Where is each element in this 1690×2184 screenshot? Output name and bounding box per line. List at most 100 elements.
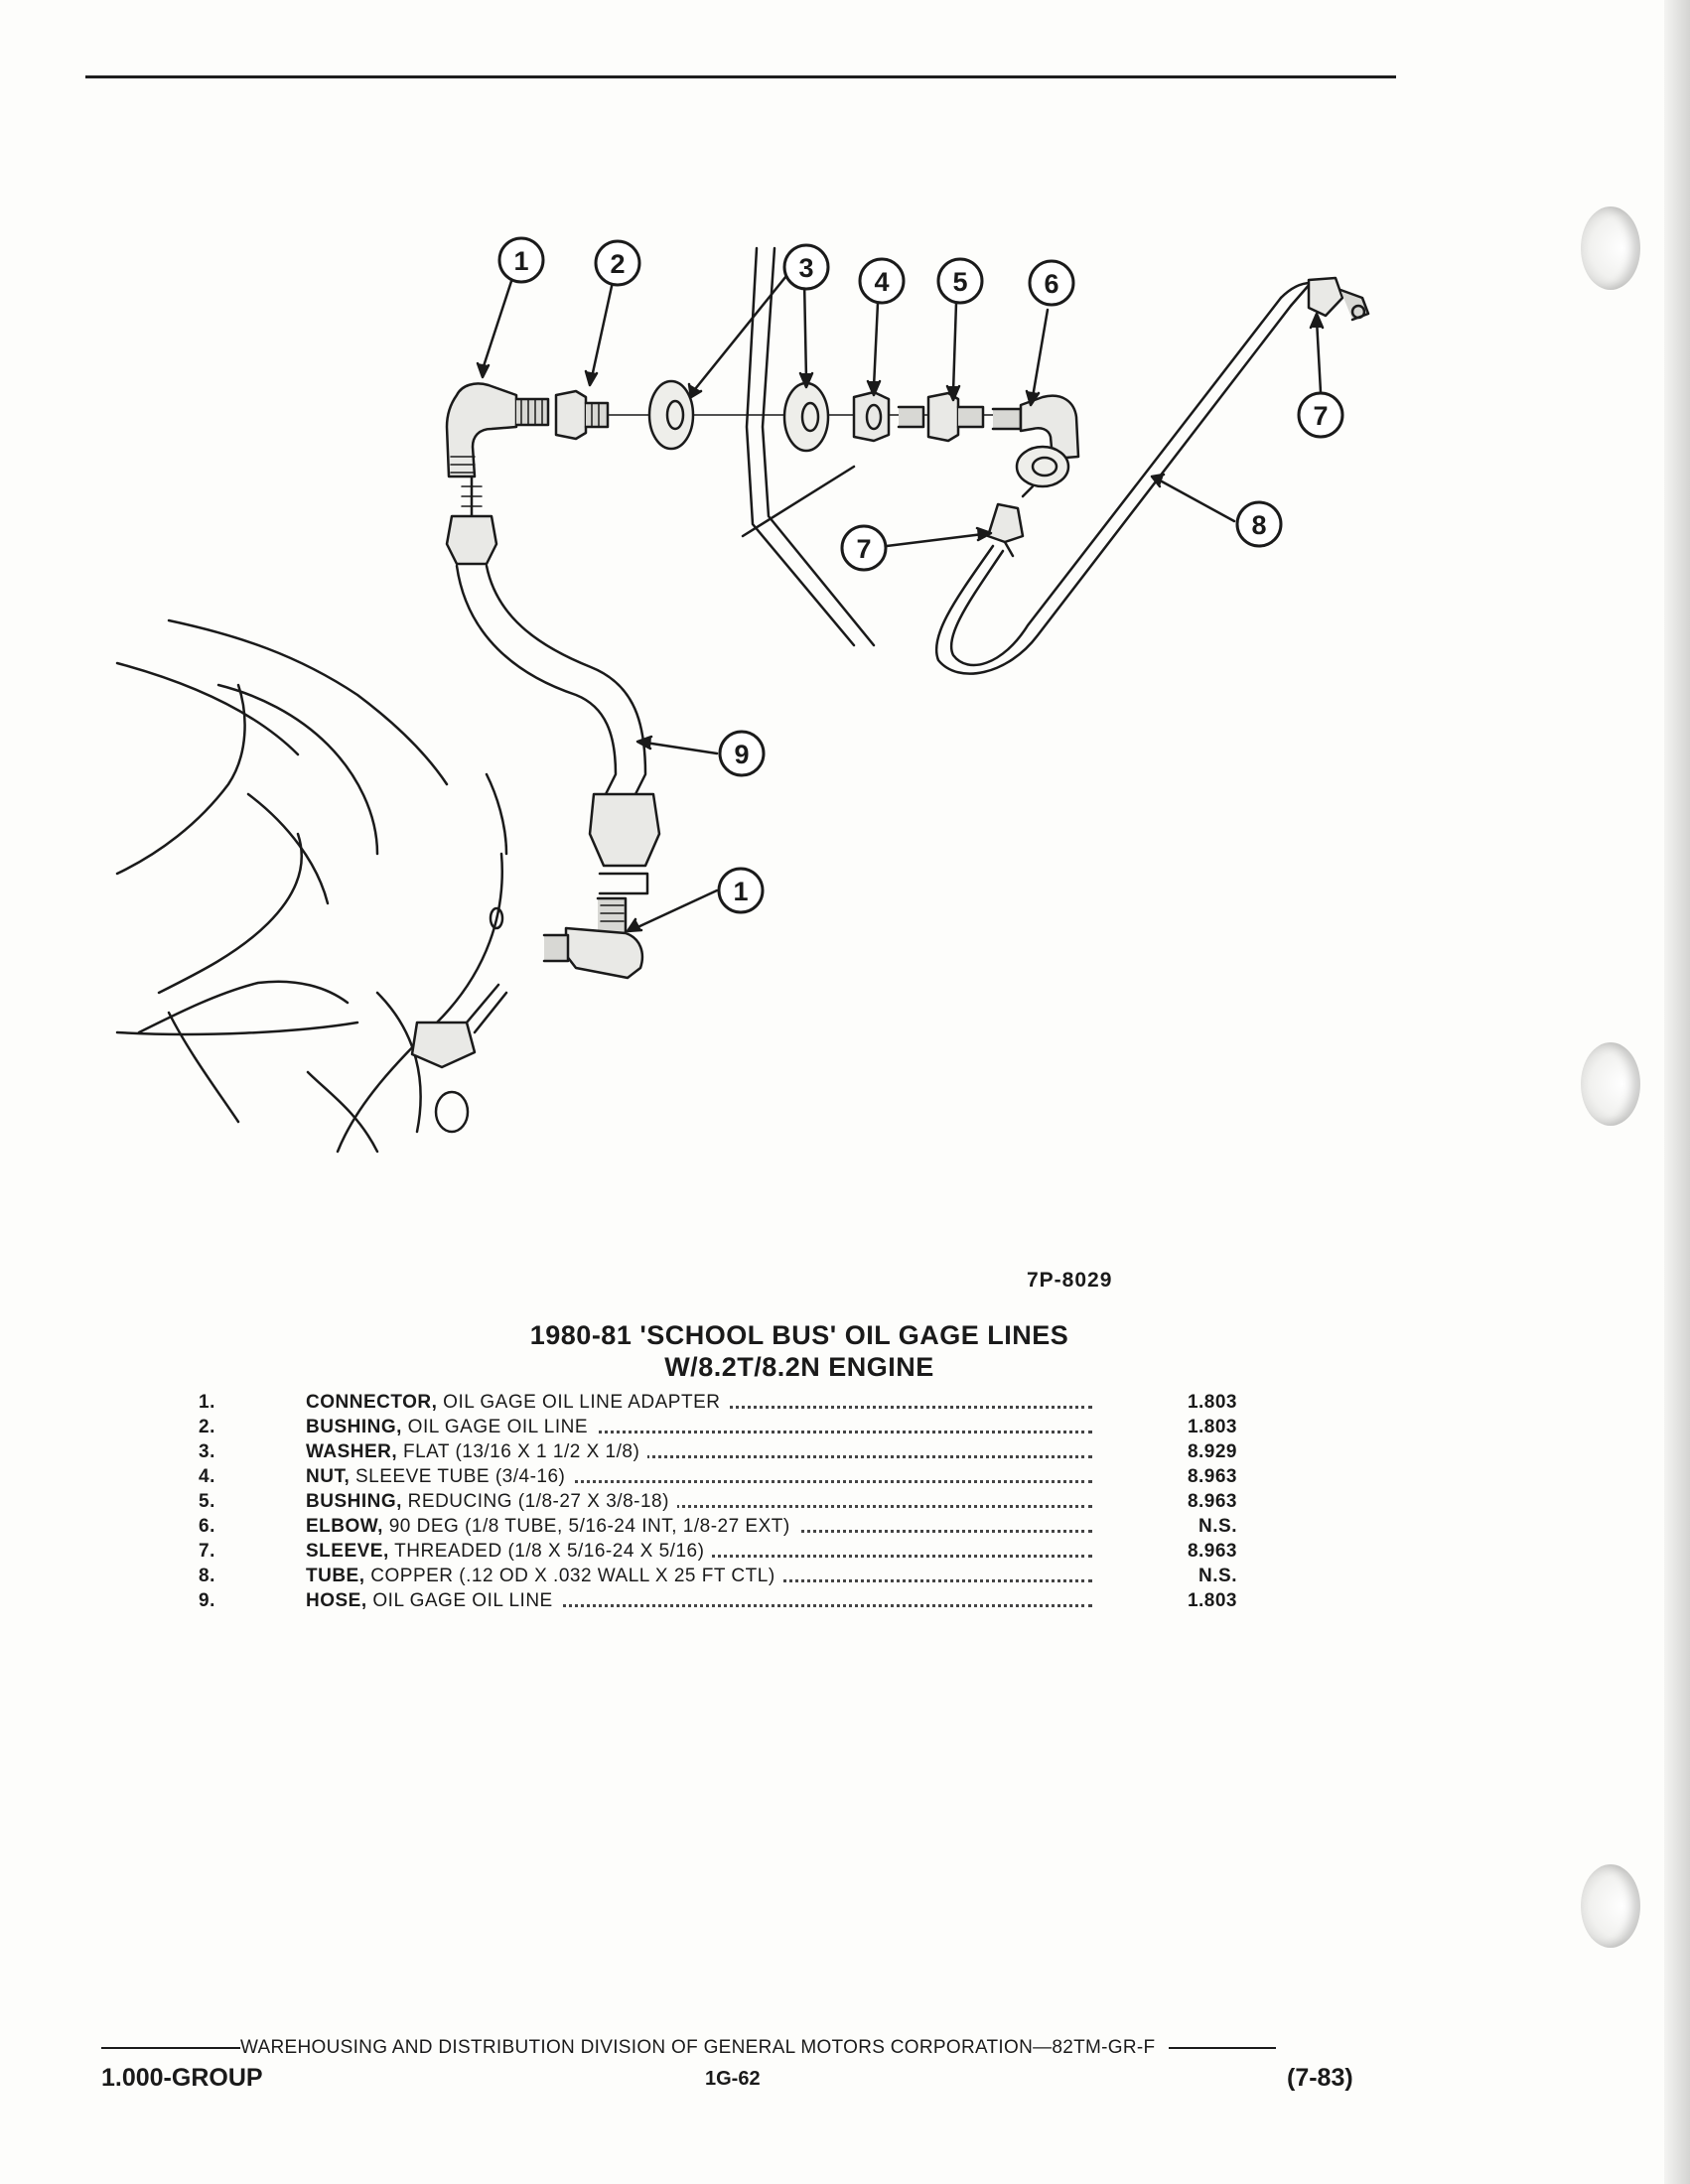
group-number: 8.963 [1187, 1466, 1237, 1487]
item-name: TUBE, [306, 1566, 365, 1586]
svg-text:1: 1 [513, 246, 528, 276]
item-description: ELBOW, 90 DEG (1/8 TUBE, 5/16-24 INT, 1/… [306, 1513, 1100, 1538]
item-description: WASHER, FLAT (13/16 X 1 1/2 X 1/8) [306, 1438, 1100, 1463]
svg-text:4: 4 [874, 267, 889, 297]
binder-hole-bottom [1581, 1864, 1640, 1948]
leader-dots [306, 1480, 1092, 1483]
item-number: 2. [199, 1417, 215, 1437]
item-number: 4. [199, 1466, 215, 1487]
callout-5: 5 [936, 257, 984, 305]
callout-3: 3 [782, 243, 830, 291]
item-number: 8. [199, 1566, 215, 1586]
item-text: BUSHING, OIL GAGE OIL LINE [306, 1417, 597, 1437]
item-description: NUT, SLEEVE TUBE (3/4-16) [306, 1463, 1100, 1488]
item-number: 9. [199, 1590, 215, 1611]
group-number: N.S. [1198, 1516, 1237, 1537]
item-name: NUT, [306, 1466, 351, 1487]
item-description: HOSE, OIL GAGE OIL LINE [306, 1587, 1100, 1612]
item-name: HOSE, [306, 1590, 367, 1611]
page-edge-shadow [1664, 0, 1690, 2184]
parts-row: 9. HOSE, OIL GAGE OIL LINE 1.803 [199, 1587, 1241, 1612]
footer-dash-left [101, 2046, 240, 2049]
group-number: 1.803 [1187, 1417, 1237, 1437]
item-name: SLEEVE, [306, 1541, 389, 1562]
callout-8: 8 [1235, 500, 1283, 548]
group-number: 8.963 [1187, 1491, 1237, 1512]
item-spec: THREADED (1/8 X 5/16-24 X 5/16) [388, 1541, 705, 1562]
group-number: 1.803 [1187, 1392, 1237, 1413]
item-number: 3. [199, 1441, 215, 1462]
item-spec: SLEEVE TUBE (3/4-16) [350, 1466, 566, 1487]
item-text: ELBOW, 90 DEG (1/8 TUBE, 5/16-24 INT, 1/… [306, 1516, 798, 1537]
item-name: WASHER, [306, 1441, 398, 1462]
svg-text:6: 6 [1044, 269, 1058, 299]
callout-7-upper: 7 [1297, 391, 1344, 439]
svg-text:9: 9 [734, 740, 749, 769]
page-title-line-2: W/8.2T/8.2N ENGINE [664, 1352, 934, 1382]
callout-4: 4 [858, 257, 906, 305]
item-spec: OIL GAGE OIL LINE ADAPTER [437, 1392, 721, 1413]
parts-row: 2. BUSHING, OIL GAGE OIL LINE 1.803 [199, 1414, 1241, 1438]
item-spec: OIL GAGE OIL LINE [366, 1590, 553, 1611]
item-number: 6. [199, 1516, 215, 1537]
item-spec: REDUCING (1/8-27 X 3/8-18) [401, 1491, 669, 1512]
header-rule [85, 75, 1396, 78]
svg-text:2: 2 [610, 249, 625, 279]
exploded-parts-diagram: 1 2 3 4 5 6 7 7 8 9 1 [115, 236, 1370, 1154]
callout-2: 2 [594, 239, 641, 287]
item-number: 7. [199, 1541, 215, 1562]
parts-row: 5. BUSHING, REDUCING (1/8-27 X 3/8-18) 8.9… [199, 1488, 1241, 1513]
svg-text:7: 7 [856, 534, 871, 564]
group-number: 1.803 [1187, 1590, 1237, 1611]
item-number: 5. [199, 1491, 215, 1512]
group-number: 8.929 [1187, 1441, 1237, 1462]
binder-hole-top [1581, 206, 1640, 290]
svg-text:8: 8 [1251, 510, 1266, 540]
item-text: NUT, SLEEVE TUBE (3/4-16) [306, 1466, 574, 1487]
parts-row: 8. TUBE, COPPER (.12 OD X .032 WALL X 25 … [199, 1563, 1241, 1587]
item-number: 1. [199, 1392, 215, 1413]
page-title-line-1: 1980-81 'SCHOOL BUS' OIL GAGE LINES [529, 1320, 1069, 1350]
binder-hole-middle [1581, 1042, 1640, 1126]
group-label: 1.000-GROUP [101, 2064, 263, 2092]
parts-row: 7. SLEEVE, THREADED (1/8 X 5/16-24 X 5/16… [199, 1538, 1241, 1563]
item-spec: FLAT (13/16 X 1 1/2 X 1/8) [397, 1441, 640, 1462]
svg-text:1: 1 [733, 877, 748, 906]
svg-text:5: 5 [952, 267, 967, 297]
item-description: TUBE, COPPER (.12 OD X .032 WALL X 25 FT… [306, 1563, 1100, 1587]
item-text: TUBE, COPPER (.12 OD X .032 WALL X 25 FT… [306, 1566, 783, 1586]
leader-dots [306, 1505, 1092, 1508]
parts-row: 4. NUT, SLEEVE TUBE (3/4-16) 8.963 [199, 1463, 1241, 1488]
item-text: HOSE, OIL GAGE OIL LINE [306, 1590, 561, 1611]
item-name: CONNECTOR, [306, 1392, 438, 1413]
parts-row: 1. CONNECTOR, OIL GAGE OIL LINE ADAPTER 1.… [199, 1389, 1241, 1414]
parts-row: 3. WASHER, FLAT (13/16 X 1 1/2 X 1/8) 8.92… [199, 1438, 1241, 1463]
leader-dots [306, 1604, 1092, 1607]
publisher-text: WAREHOUSING AND DISTRIBUTION DIVISION OF… [240, 2037, 1156, 2058]
item-description: CONNECTOR, OIL GAGE OIL LINE ADAPTER [306, 1389, 1100, 1414]
page-number: 1G-62 [705, 2068, 761, 2090]
item-name: ELBOW, [306, 1516, 383, 1537]
item-name: BUSHING, [306, 1491, 402, 1512]
leader-dots [306, 1455, 1092, 1458]
item-spec: 90 DEG (1/8 TUBE, 5/16-24 INT, 1/8-27 EX… [382, 1516, 790, 1537]
group-number: 8.963 [1187, 1541, 1237, 1562]
item-spec: COPPER (.12 OD X .032 WALL X 25 FT CTL) [364, 1566, 775, 1586]
callout-7-lower: 7 [840, 524, 888, 572]
item-description: BUSHING, OIL GAGE OIL LINE [306, 1414, 1100, 1438]
parts-list: 1. CONNECTOR, OIL GAGE OIL LINE ADAPTER 1.… [199, 1389, 1241, 1612]
item-text: WASHER, FLAT (13/16 X 1 1/2 X 1/8) [306, 1441, 648, 1462]
callout-1-bottom: 1 [717, 867, 765, 914]
item-name: BUSHING, [306, 1417, 402, 1437]
callout-1-top: 1 [497, 236, 545, 284]
callout-6: 6 [1028, 259, 1075, 307]
item-text: SLEEVE, THREADED (1/8 X 5/16-24 X 5/16) [306, 1541, 713, 1562]
group-number: N.S. [1198, 1566, 1237, 1586]
item-spec: OIL GAGE OIL LINE [401, 1417, 589, 1437]
item-description: SLEEVE, THREADED (1/8 X 5/16-24 X 5/16) [306, 1538, 1100, 1563]
leader-dots [306, 1431, 1092, 1433]
svg-text:3: 3 [798, 253, 813, 283]
footer-dash-right [1169, 2046, 1277, 2049]
item-text: CONNECTOR, OIL GAGE OIL LINE ADAPTER [306, 1392, 729, 1413]
footer-publisher: WAREHOUSING AND DISTRIBUTION DIVISION OF… [101, 2037, 1277, 2059]
